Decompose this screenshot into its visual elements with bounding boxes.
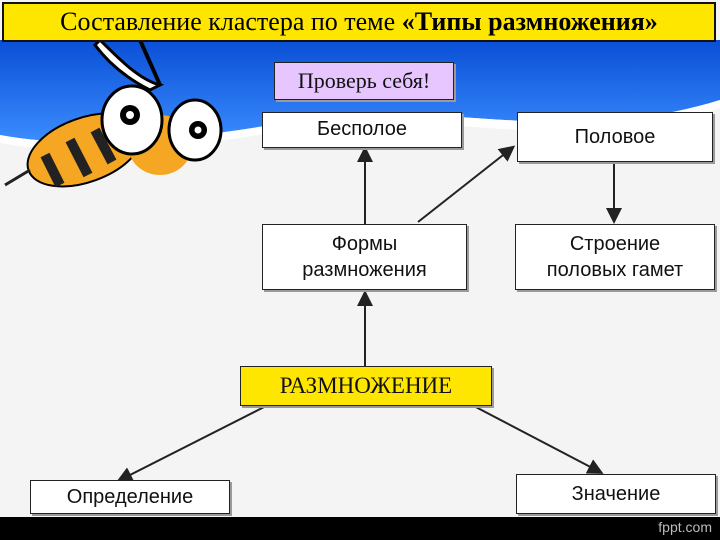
node-gametes: Строение половых гамет	[515, 224, 715, 290]
node-definition-label: Определение	[66, 486, 194, 508]
bee-illustration-icon	[4, 40, 223, 188]
node-asexual: Бесполое	[262, 112, 462, 148]
node-sexual-label: Половое	[574, 126, 656, 148]
arrow-reproduction-to-meaning	[469, 403, 604, 474]
watermark: fppt.com	[658, 519, 712, 535]
node-asexual-label: Бесполое	[317, 118, 407, 140]
node-forms-label: Формы размножения	[302, 233, 427, 281]
node-sexual: Половое	[517, 112, 713, 162]
node-gametes-label: Строение половых гамет	[546, 233, 684, 281]
slide-title: Составление кластера по теме «Типы размн…	[2, 2, 716, 42]
node-reproduction: РАЗМНОЖЕНИЕ	[240, 366, 492, 406]
node-forms: Формы размножения	[262, 224, 467, 290]
bottom-bar	[0, 517, 720, 540]
check-yourself-label: Проверь себя!	[297, 68, 431, 93]
arrow-forms-to-sexual	[417, 145, 516, 223]
node-reproduction-label: РАЗМНОЖЕНИЕ	[279, 373, 453, 398]
node-meaning-label: Значение	[571, 483, 661, 505]
node-definition: Определение	[30, 480, 230, 514]
title-bold: «Типы размножения»	[401, 7, 658, 36]
check-yourself-button[interactable]: Проверь себя!	[274, 62, 454, 100]
arrow-reproduction-to-definition	[116, 403, 271, 482]
node-meaning: Значение	[516, 474, 716, 514]
title-prefix: Составление кластера по теме	[60, 7, 396, 36]
